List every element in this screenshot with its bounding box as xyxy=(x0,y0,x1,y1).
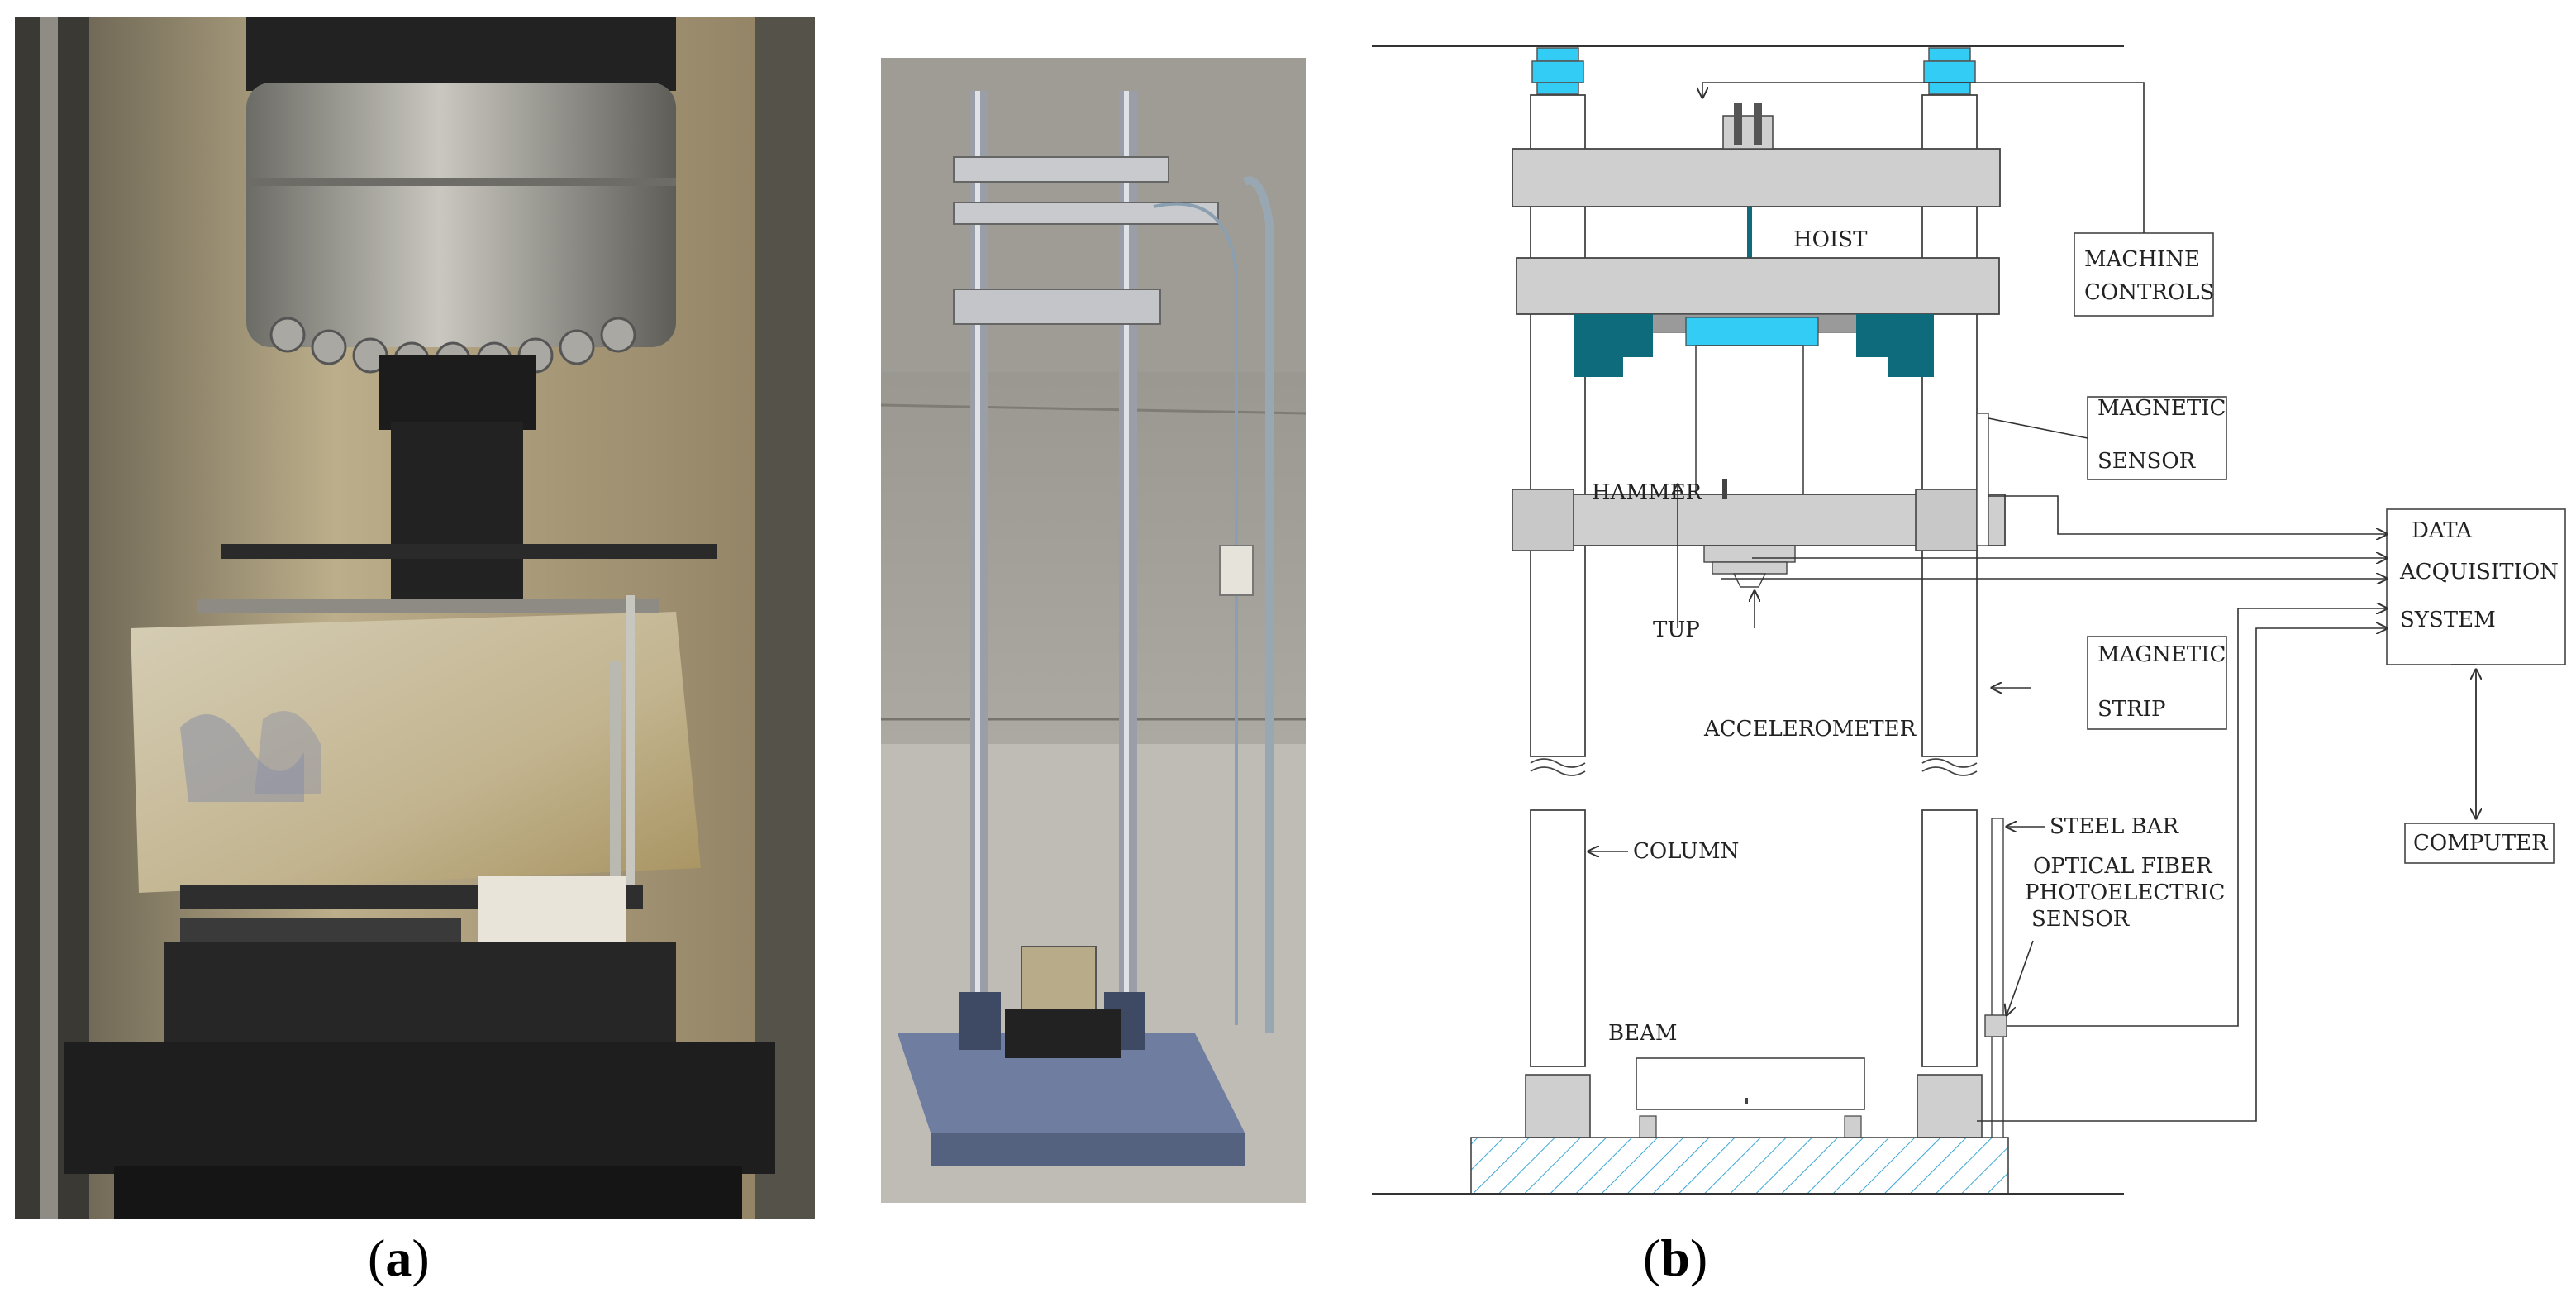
hammer-shaft xyxy=(1695,345,1804,495)
label-column: COLUMN xyxy=(1633,839,1739,864)
label-optical-3: SENSOR xyxy=(2031,907,2131,932)
hoist-crosshead xyxy=(1516,257,2000,377)
right-column-base xyxy=(1917,1074,1983,1138)
photo-tower-illustration xyxy=(881,58,1306,1203)
label-magnetic-strip-1: MAGNETIC xyxy=(2097,642,2226,667)
right-column xyxy=(1921,94,1978,1067)
label-machine-controls-2: CONTROLS xyxy=(2084,280,2214,305)
label-daq-2: ACQUISITION xyxy=(2399,560,2559,584)
optical-sensor xyxy=(1984,1014,2007,1037)
label-daq-3: SYSTEM xyxy=(2400,608,2496,632)
photo-a-illustration xyxy=(15,17,815,1219)
left-column xyxy=(1530,94,1586,1067)
label-beam: BEAM xyxy=(1608,1021,1677,1046)
schematic-diagram: HOIST MACHINE CONTROLS MAGNETIC SENSOR H… xyxy=(1372,45,2566,1195)
label-optical-2: PHOTOELECTRIC xyxy=(2025,880,2225,905)
label-magnetic-sensor-2: SENSOR xyxy=(2097,449,2197,474)
left-column-base xyxy=(1525,1074,1591,1138)
connector-lines xyxy=(1588,82,2476,1122)
daq-box xyxy=(2386,508,2566,665)
caption-b: (b) xyxy=(1643,1228,1708,1287)
steel-bar xyxy=(1991,818,2004,1138)
label-hammer: HAMMER xyxy=(1592,480,1703,505)
magnetic-sensor-bracket xyxy=(1976,413,1989,546)
label-accelerometer: ACCELEROMETER xyxy=(1703,717,1917,742)
photo-panel-tower xyxy=(881,58,1306,1203)
computer-box xyxy=(2404,823,2555,864)
label-computer: COMPUTER xyxy=(2413,831,2549,856)
hammer-crosshead xyxy=(1512,489,2006,551)
magnetic-sensor-box xyxy=(2087,396,2227,480)
foundation-slab xyxy=(1470,1137,2009,1195)
label-hoist: HOIST xyxy=(1793,227,1868,252)
column-top-caps xyxy=(1531,47,1976,95)
label-magnetic-strip-2: STRIP xyxy=(2097,697,2166,722)
photo-panel-a xyxy=(15,17,815,1219)
label-machine-controls-1: MACHINE xyxy=(2084,247,2200,272)
caption-b-letter: b xyxy=(1660,1228,1690,1287)
label-daq-1: DATA xyxy=(2412,518,2473,543)
label-tup: TUP xyxy=(1653,618,1700,642)
caption-a-letter: a xyxy=(385,1228,412,1287)
label-magnetic-sensor-1: MAGNETIC xyxy=(2097,396,2226,421)
label-steel-bar: STEEL BAR xyxy=(2050,814,2180,839)
top-crosshead xyxy=(1512,103,2001,207)
hoist-rod xyxy=(1747,207,1752,277)
magnetic-strip-box xyxy=(2087,636,2227,730)
caption-a: (a) xyxy=(368,1228,430,1287)
label-optical-1: OPTICAL FIBER xyxy=(2033,854,2213,879)
tup xyxy=(1703,545,1796,588)
beam-specimen xyxy=(1636,1057,1865,1138)
accelerometer-mark xyxy=(1722,479,1727,499)
